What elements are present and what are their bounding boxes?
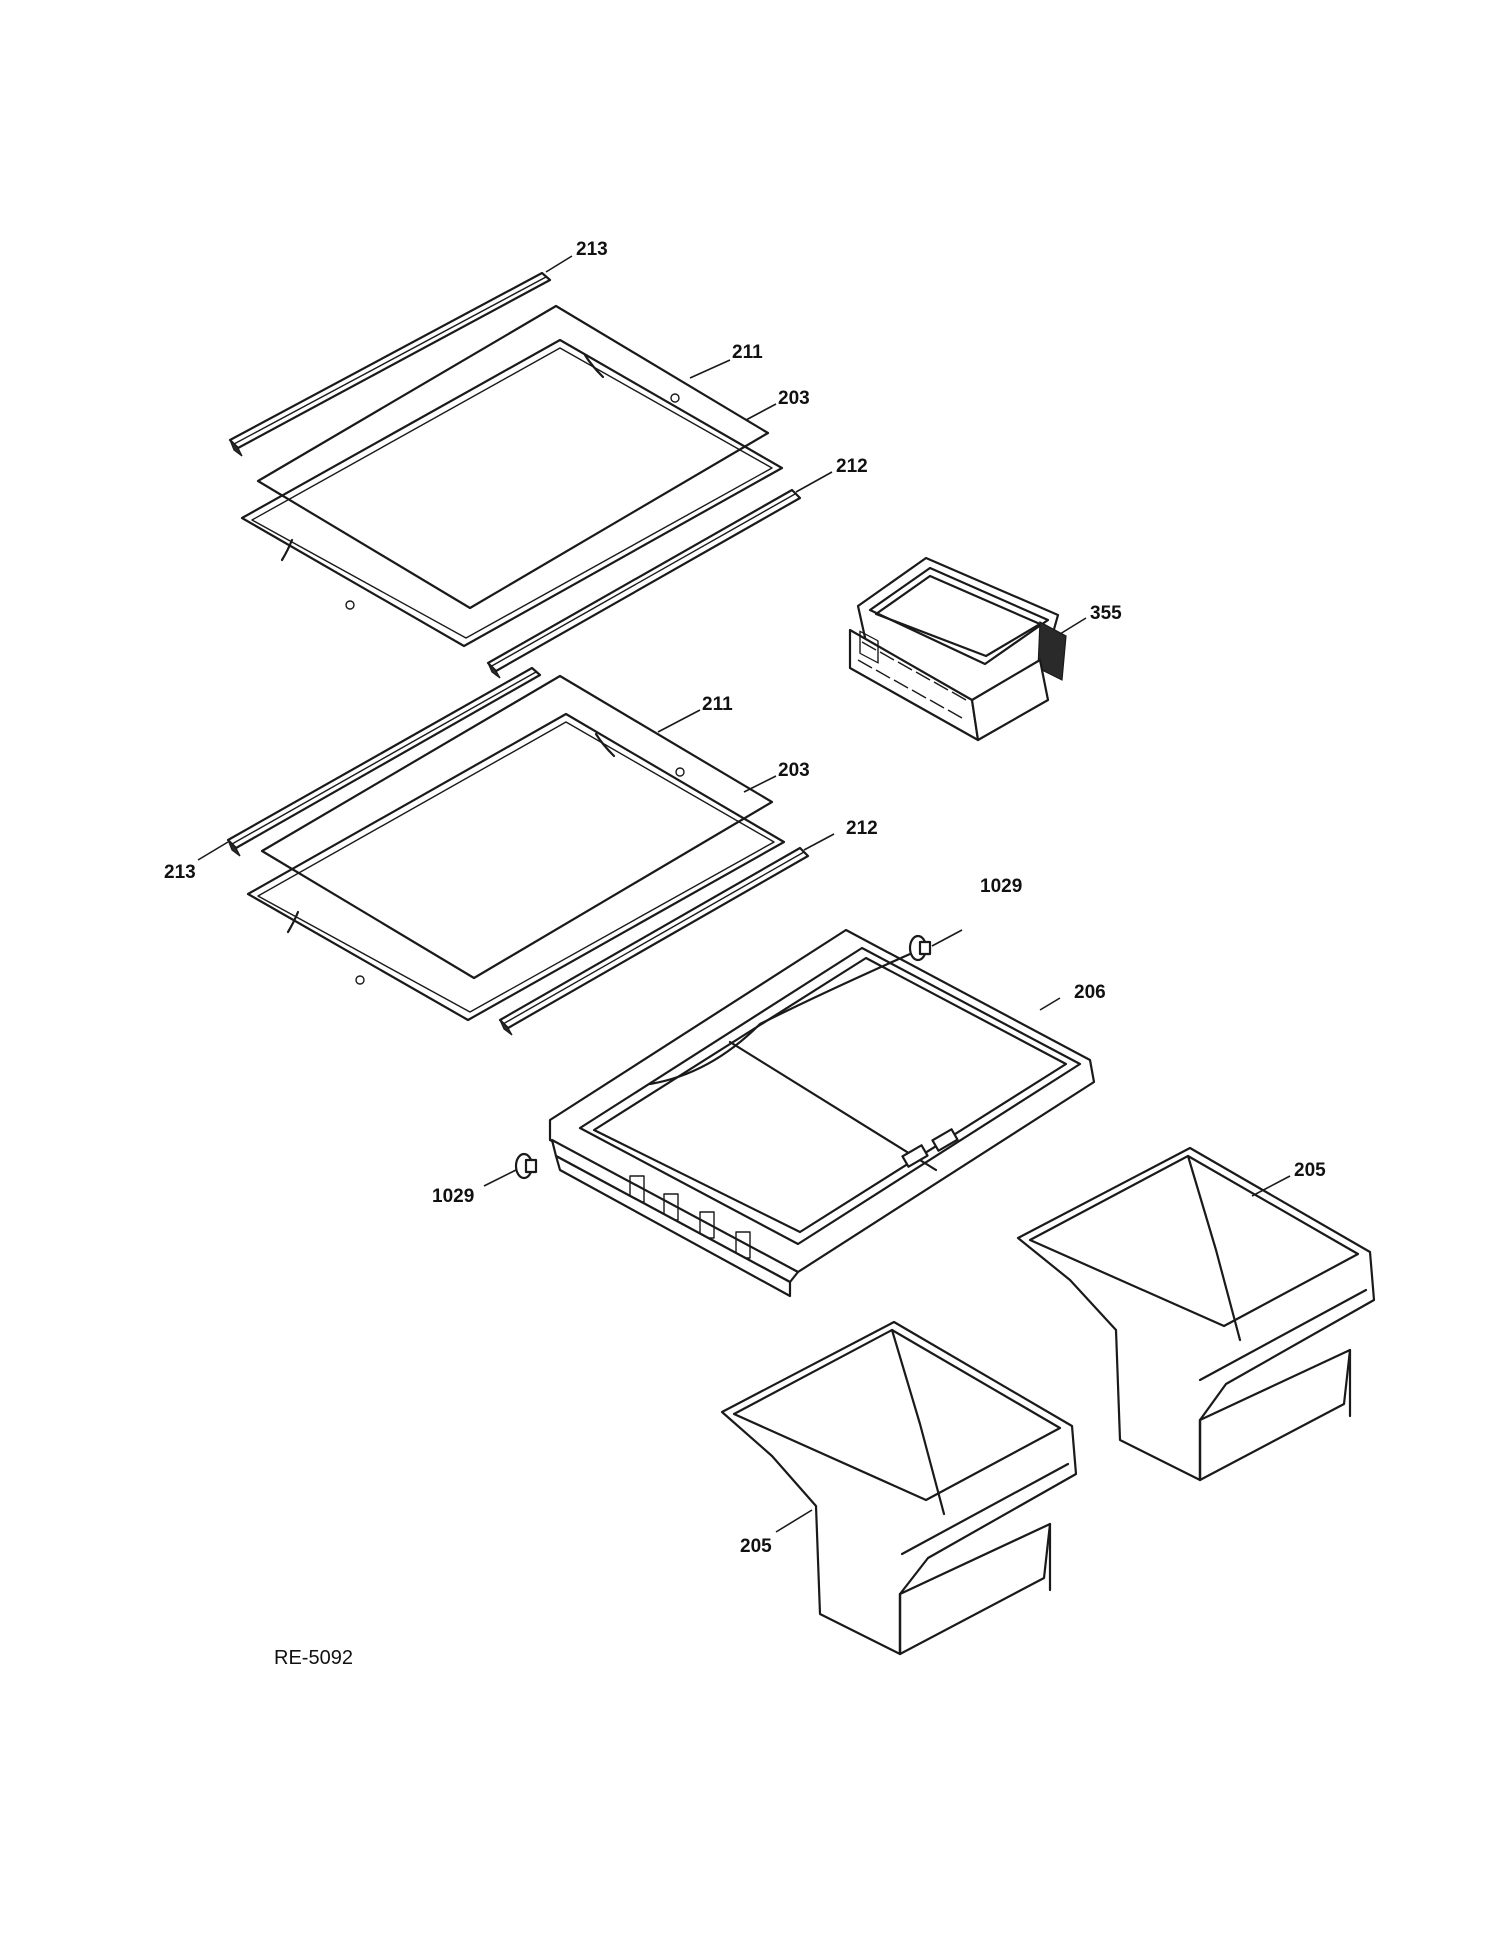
- callout-1029-left: 1029: [432, 1186, 474, 1207]
- shelf-trim-212-lower: [498, 846, 810, 1036]
- callout-213-upper: 213: [576, 239, 608, 260]
- leader-lines: [197, 255, 1291, 1533]
- callout-212-lower: 212: [846, 818, 878, 839]
- callout-1029-right: 1029: [980, 876, 1022, 897]
- glass-panel-211-lower: [260, 674, 774, 980]
- upper-shelf-assembly: [228, 271, 802, 679]
- ice-tray-355: [848, 556, 1067, 742]
- callout-203-lower: 203: [778, 760, 810, 781]
- pin-1029-right: [908, 934, 932, 962]
- callout-labels: 213 211 203 212 355 211 203 213 212 1029…: [164, 239, 1326, 1557]
- callout-212-upper: 212: [836, 456, 868, 477]
- shelf-frame-203-upper: [240, 338, 784, 648]
- glass-panel-211-upper: [256, 304, 770, 610]
- shelf-trim-212-upper: [486, 488, 802, 679]
- shelf-trim-213-upper: [228, 271, 552, 457]
- callout-211-upper: 211: [732, 342, 763, 363]
- callout-211-lower: 211: [702, 694, 733, 715]
- crisper-drawer-205-right: [1016, 1146, 1376, 1482]
- shelf-frame-203-lower: [246, 712, 786, 1022]
- pin-1029-left: [514, 1152, 538, 1180]
- callout-203-upper: 203: [778, 388, 810, 409]
- callout-205-left: 205: [740, 1536, 772, 1557]
- lower-shelf-assembly: [226, 666, 810, 1036]
- shelf-trim-213-lower: [226, 666, 542, 857]
- reference-code: RE-5092: [274, 1647, 353, 1669]
- crisper-cover-206: [548, 928, 1096, 1298]
- callout-213-lower: 213: [164, 862, 196, 883]
- callout-205-right: 205: [1294, 1160, 1326, 1181]
- crisper-drawer-205-left: [720, 1320, 1078, 1656]
- callout-355: 355: [1090, 603, 1122, 624]
- callout-206: 206: [1074, 982, 1106, 1003]
